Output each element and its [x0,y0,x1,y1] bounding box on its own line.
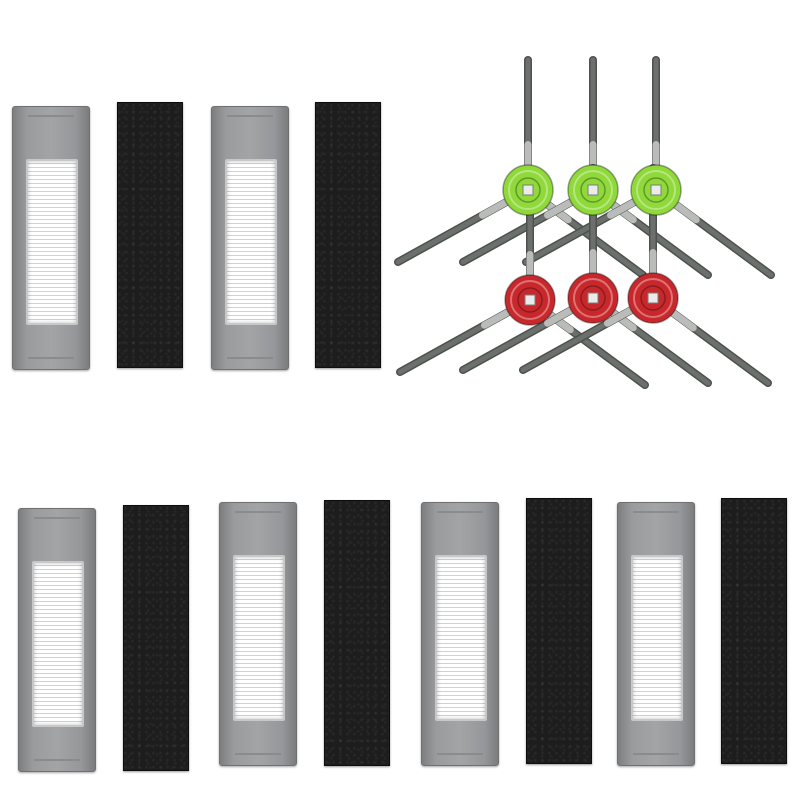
side-brush-green-icon [502,164,554,216]
foam-sponge-icon [324,500,390,766]
hepa-filter-icon [421,502,499,766]
hepa-filter-icon [18,508,96,772]
side-brush-red-icon [567,272,619,324]
foam-sponge-icon [123,505,189,771]
filter-pleats [435,555,487,721]
side-brush-set [394,56,775,389]
filter-pleats [26,159,78,325]
filter-pleats [233,555,285,721]
hepa-filter-icon [219,502,297,766]
side-brush-green-icon [567,164,619,216]
side-brush-green-icon [630,164,682,216]
filter-pleats [32,561,84,727]
foam-sponge-icon [526,498,592,764]
hepa-filter-icon [211,106,289,370]
foam-sponge-icon [117,102,183,368]
hepa-filter-icon [617,502,695,766]
foam-sponge-icon [315,102,381,368]
filter-pleats [631,555,683,721]
side-brush-red-icon [504,274,556,326]
foam-sponge-icon [721,498,787,764]
hepa-filter-icon [12,106,90,370]
side-brush-red-icon [627,272,679,324]
filter-pleats [225,159,277,325]
